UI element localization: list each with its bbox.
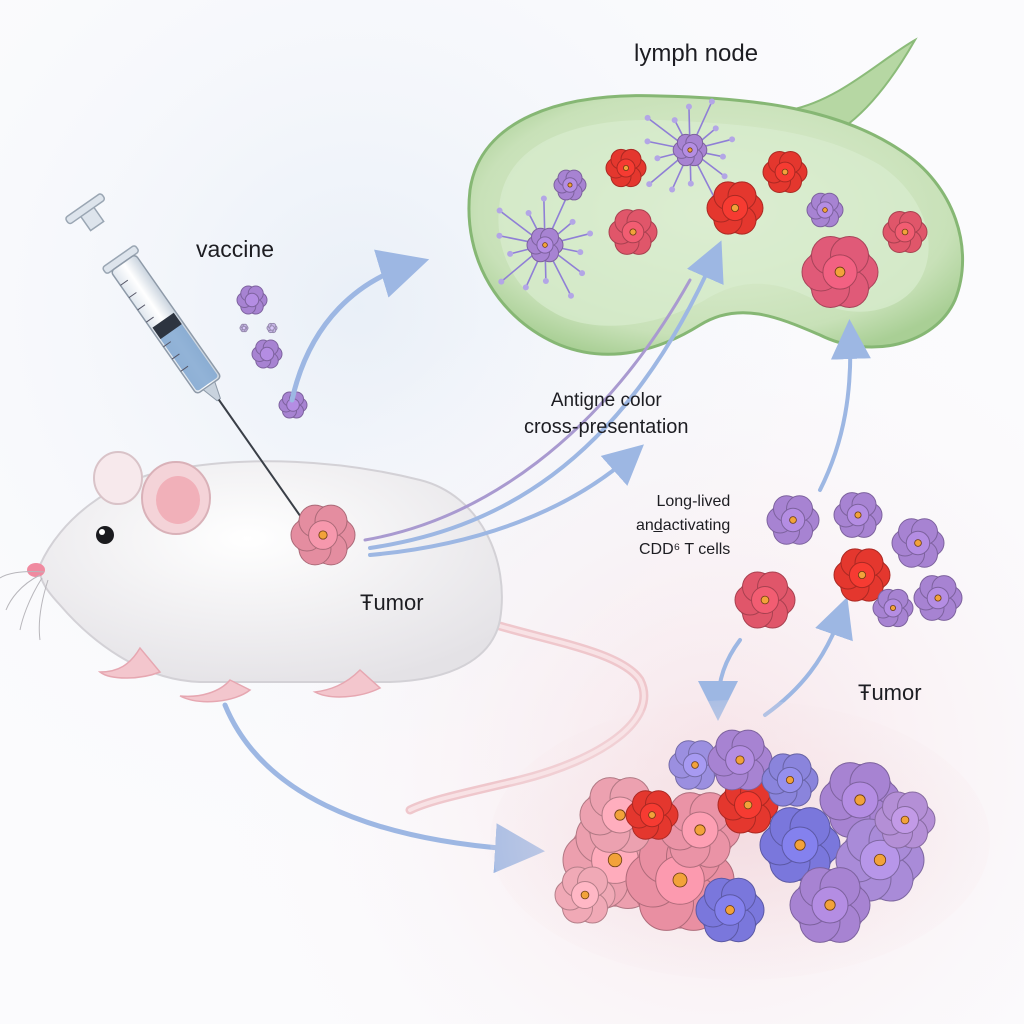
arrow-tumor-to-lymph-2 <box>368 240 724 550</box>
tumor-cell <box>695 877 765 943</box>
label-cd8-line1: Long-lived <box>656 493 731 510</box>
mouse-icon <box>0 451 649 815</box>
label-cd8-line2: and̲activating <box>636 517 731 534</box>
arrow-tumor-to-crosspres <box>368 444 644 557</box>
primary-tumor-cells <box>290 504 356 566</box>
tumor-cell <box>625 790 679 840</box>
t-cell-icon <box>762 150 808 194</box>
label-tumor-primary: Ŧumor <box>360 590 424 615</box>
label-lymph-node: lymph node <box>634 40 759 67</box>
arrow-tcells-to-tumor <box>698 638 742 721</box>
antigen-cell <box>806 192 844 228</box>
dendritic-cell-icon <box>644 98 736 201</box>
arrow-tumor-to-lymph-1 <box>363 278 692 542</box>
circulating-t-cells <box>734 492 963 629</box>
arrow-tcells-to-lymph <box>818 319 871 492</box>
tumor-mass-cells <box>554 729 936 943</box>
label-tumor-distant: Ŧumor <box>858 680 922 705</box>
t-cell-icon <box>891 518 945 568</box>
tumor-cell <box>874 791 936 849</box>
vaccine-particle <box>266 322 278 334</box>
tumor-cell <box>761 753 819 807</box>
dendritic-cell-icon <box>496 190 594 299</box>
vaccine-particle <box>251 339 283 369</box>
dendritic-cell-icon-body <box>526 227 564 263</box>
label-vaccine: vaccine <box>196 236 274 262</box>
tumor-cell <box>789 867 871 943</box>
t-cell-icon <box>706 181 764 235</box>
arrow-mouse-to-tumor <box>222 702 545 874</box>
t-cell-icon <box>882 210 928 254</box>
label-antigen-line1: Antigne color <box>550 390 662 411</box>
vaccine-particle <box>278 391 308 419</box>
t-cell-icon <box>608 209 658 255</box>
t-cell-icon <box>734 571 796 629</box>
label-antigen-cross-presentation: Antigne color cross-presentation <box>524 388 689 440</box>
label-cd8-t-cells: Long-lived and̲activating CDD⁶ T cells <box>636 490 730 562</box>
t-cell-icon <box>605 148 647 188</box>
t-cell-icon <box>872 588 914 628</box>
tumor-cell <box>554 866 616 924</box>
lymph-node-cells <box>496 98 928 308</box>
t-cell-icon <box>801 236 879 308</box>
vaccine-particle <box>236 285 268 315</box>
syringe-icon <box>65 193 303 519</box>
t-cell-icon <box>833 548 891 602</box>
vaccine-particle <box>239 323 249 333</box>
label-cd8-line3: CDD⁶ T cells <box>638 541 731 558</box>
label-antigen-line2: cross-presentation <box>524 416 689 438</box>
dendritic-cell-icon-body <box>672 133 708 167</box>
arrow-injection-to-lymph <box>289 249 430 403</box>
t-cell-icon <box>766 495 820 545</box>
vaccine-particles <box>236 285 308 419</box>
tumor-cell <box>759 807 841 883</box>
t-cell-icon <box>833 492 883 538</box>
t-cell-icon <box>913 575 963 621</box>
primary-tumor-icon <box>290 504 356 566</box>
antigen-cell <box>553 169 587 201</box>
tumor-cell <box>707 729 773 791</box>
